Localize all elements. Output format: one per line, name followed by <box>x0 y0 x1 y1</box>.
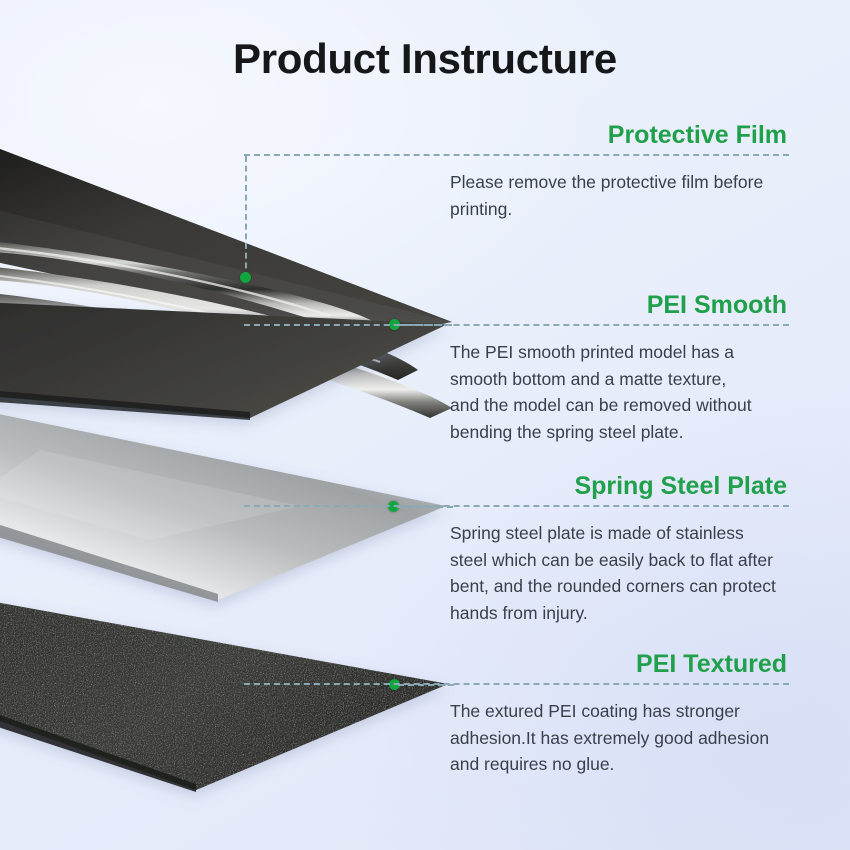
callout-body-spring-steel-plate: Spring steel plate is made of stainless … <box>450 523 776 624</box>
layer-spring-steel-plate <box>0 414 446 602</box>
page-title: Product Instructure <box>232 35 617 82</box>
callout-rule-spring-steel-plate <box>244 505 789 508</box>
callout-rule-pei-textured <box>244 683 789 686</box>
callout-rule-protective-film <box>244 154 789 157</box>
connector-dot-protective-film <box>240 272 251 283</box>
build-plate-layer-stack <box>0 148 452 792</box>
layer-pei-textured <box>0 602 448 792</box>
callout-body-pei-textured: The extured PEI coating has stronger adh… <box>450 701 770 775</box>
callout-pei-smooth: PEI Smooth The PEI smooth printed model … <box>244 292 789 446</box>
callout-heading-protective-film: Protective Film <box>607 121 787 149</box>
layer-pei-smooth <box>0 302 448 420</box>
leader-elbow-protective-film <box>245 156 247 278</box>
callout-pei-textured: PEI Textured The extured PEI coating has… <box>244 651 789 778</box>
callout-spring-steel-plate: Spring Steel Plate Spring steel plate is… <box>244 473 789 627</box>
callout-heading-pei-textured: PEI Textured <box>636 650 787 678</box>
callout-heading-pei-smooth: PEI Smooth <box>646 291 787 319</box>
callout-heading-spring-steel-plate: Spring Steel Plate <box>574 472 787 500</box>
callout-rule-pei-smooth <box>244 324 789 327</box>
callout-protective-film: Protective Film Please remove the protec… <box>244 122 789 222</box>
callout-body-protective-film: Please remove the protective film before… <box>450 172 764 219</box>
callout-body-pei-smooth: The PEI smooth printed model has a smoot… <box>450 342 752 443</box>
